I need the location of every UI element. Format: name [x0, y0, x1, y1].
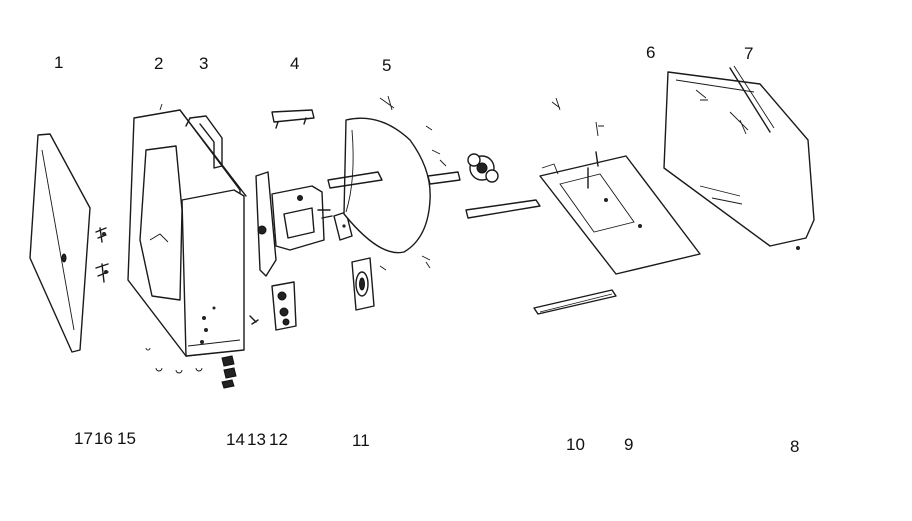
callout-16: 16 — [94, 429, 113, 448]
front-panel — [29, 133, 91, 353]
callout-4: 4 — [290, 54, 300, 73]
callout-14: 14 — [226, 430, 245, 449]
callout-5: 5 — [382, 56, 392, 75]
antenna-rod — [729, 65, 775, 133]
callout-9: 9 — [624, 435, 634, 454]
callout-15: 15 — [117, 429, 136, 448]
rear-cover — [663, 71, 815, 250]
base-plate — [539, 97, 701, 275]
cabinet-shell — [181, 115, 245, 357]
screw-set-bottom — [145, 347, 203, 374]
callout-6: 6 — [646, 43, 656, 62]
callout-2: 2 — [154, 54, 164, 73]
callout-1: 1 — [54, 53, 64, 72]
speaker — [351, 255, 431, 311]
callout-13: 13 — [247, 430, 266, 449]
terminal-block — [249, 281, 297, 331]
callout-7: 7 — [744, 44, 754, 63]
chassis-bracket — [255, 171, 333, 277]
screw-set-left — [95, 227, 109, 283]
deflection-yoke — [467, 153, 499, 183]
callout-11: 11 — [352, 431, 370, 450]
callout-12: 12 — [269, 430, 288, 449]
rod-bar-middle — [465, 199, 541, 219]
callout-10: 10 — [566, 435, 585, 454]
handle-bar-upper — [271, 109, 315, 129]
picture-tube — [327, 95, 461, 254]
control-strip — [533, 289, 617, 315]
callout-8: 8 — [790, 437, 800, 456]
callout-3: 3 — [199, 54, 209, 73]
callout-17: 17 — [74, 429, 93, 448]
knob-set — [221, 355, 237, 389]
